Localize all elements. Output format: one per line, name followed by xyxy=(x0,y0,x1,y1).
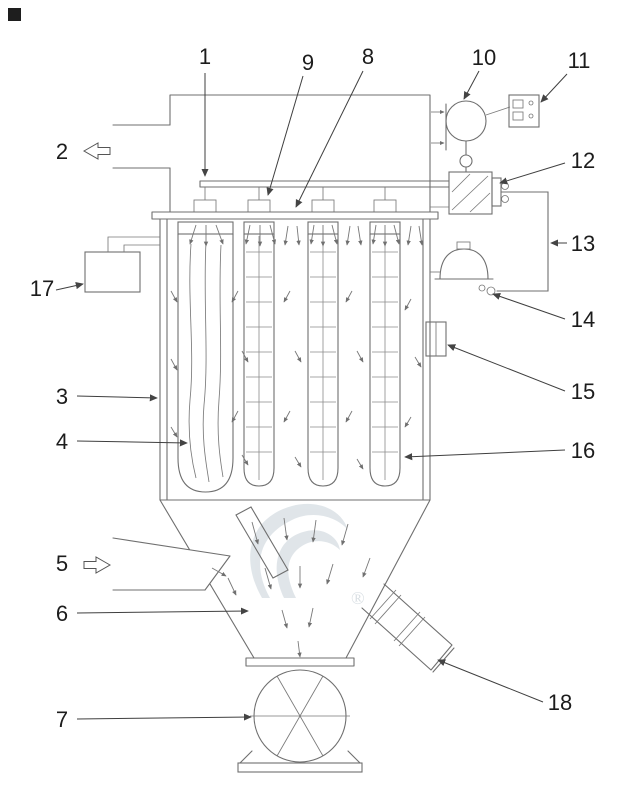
housing-shell xyxy=(159,218,431,501)
leader-18 xyxy=(437,659,544,703)
label-13: 13 xyxy=(571,231,595,256)
callout-7: 7 xyxy=(56,707,252,732)
leader-17 xyxy=(55,282,84,291)
label-18: 18 xyxy=(548,690,572,715)
discharge-chute xyxy=(361,583,455,673)
filter-bag-2 xyxy=(243,221,275,487)
label-9: 9 xyxy=(302,50,314,75)
diaphragm-valve xyxy=(430,241,494,280)
label-11: 11 xyxy=(568,48,591,73)
leader-8 xyxy=(295,70,364,208)
callout-14: 14 xyxy=(492,292,595,332)
leader-15 xyxy=(447,344,566,392)
leader-4 xyxy=(76,439,188,447)
callout-15: 15 xyxy=(447,344,595,404)
callout-13: 13 xyxy=(550,231,595,256)
watermark-logo: ® xyxy=(250,503,365,608)
filter-bag-3 xyxy=(307,221,339,487)
label-15: 15 xyxy=(571,379,595,404)
label-6: 6 xyxy=(56,601,68,626)
label-8: 8 xyxy=(362,44,374,69)
flow-arrows xyxy=(170,224,424,658)
leader-7 xyxy=(76,713,252,721)
label-7: 7 xyxy=(56,707,68,732)
ball-valve xyxy=(431,100,511,173)
callout-9: 9 xyxy=(266,50,314,196)
label-17: 17 xyxy=(30,276,54,301)
callout-12: 12 xyxy=(499,148,595,185)
corner-mark xyxy=(8,8,21,21)
callout-3: 3 xyxy=(56,384,158,409)
tube-sheet xyxy=(151,211,439,220)
label-2: 2 xyxy=(56,139,68,164)
filter-bag-1 xyxy=(177,221,234,493)
leader-3 xyxy=(76,394,158,402)
pulse-valve xyxy=(430,171,509,215)
leader-9 xyxy=(266,75,304,196)
label-4: 4 xyxy=(56,429,68,454)
label-14: 14 xyxy=(571,307,595,332)
inlet-duct xyxy=(112,537,231,591)
leader-14 xyxy=(492,292,566,320)
inflow-arrow-icon xyxy=(83,556,112,574)
baffle-plate xyxy=(235,506,289,579)
accessory-box xyxy=(84,236,160,293)
callout-1: 1 xyxy=(199,44,211,177)
label-5: 5 xyxy=(56,551,68,576)
leader-11 xyxy=(540,73,568,103)
leader-12 xyxy=(499,162,566,185)
label-3: 3 xyxy=(56,384,68,409)
clean-air-plenum xyxy=(169,94,431,213)
callout-6: 6 xyxy=(56,601,249,626)
callouts: 1 9 8 10 11 2 12 13 xyxy=(30,44,595,732)
callout-11: 11 xyxy=(540,48,591,103)
outflow-arrow-icon xyxy=(82,142,111,160)
callout-4: 4 xyxy=(56,429,188,454)
registered-mark: ® xyxy=(351,588,365,608)
air-pipe xyxy=(478,191,549,296)
rotary-valve xyxy=(237,657,363,773)
control-box xyxy=(508,94,540,128)
label-10: 10 xyxy=(472,45,496,70)
callout-18: 18 xyxy=(437,659,572,715)
outlet-duct xyxy=(112,124,171,169)
callout-10: 10 xyxy=(463,45,496,100)
wall-fitting xyxy=(425,321,447,357)
leader-16 xyxy=(404,449,566,461)
callout-16: 16 xyxy=(404,438,595,463)
pulse-manifold xyxy=(193,180,450,213)
label-12: 12 xyxy=(571,148,595,173)
filter-bag-4 xyxy=(369,221,401,487)
callout-2: 2 xyxy=(56,139,111,164)
label-1: 1 xyxy=(199,44,211,69)
callout-8: 8 xyxy=(295,44,374,208)
callout-17: 17 xyxy=(30,276,84,301)
label-16: 16 xyxy=(571,438,595,463)
leader-6 xyxy=(76,607,249,615)
callout-5: 5 xyxy=(56,551,112,576)
leader-10 xyxy=(463,70,480,100)
